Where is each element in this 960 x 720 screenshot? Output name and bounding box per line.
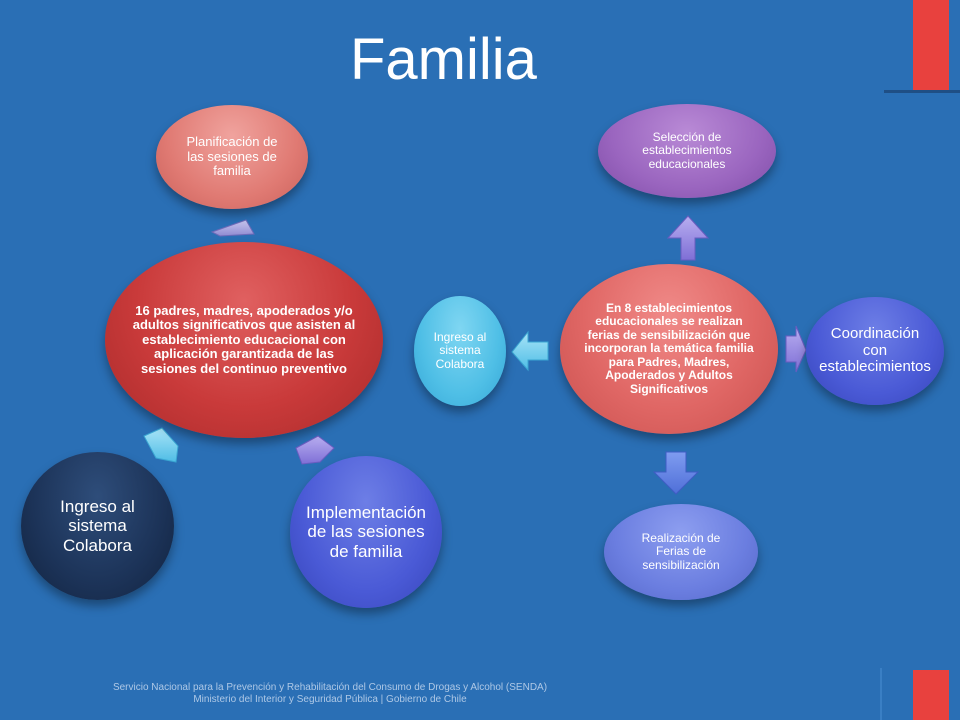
ingreso-colabora-text-right: Ingreso al sistema Colabora: [433, 329, 487, 371]
planificacion-node: Planificación de las sesiones de familia: [156, 105, 308, 209]
arrow-to-seleccion: [666, 215, 710, 261]
ingreso-colabora-node-left: Ingreso al sistema Colabora: [21, 452, 174, 600]
footer-line-1: Servicio Nacional para la Prevención y R…: [112, 682, 548, 693]
ingreso-colabora-node-right: Ingreso al sistema Colabora: [414, 296, 506, 406]
arrow-to-implementacion: [295, 435, 335, 465]
arrow-to-ingreso-left: [143, 427, 179, 463]
right-center-node: En 8 establecimientos educacionales se r…: [560, 264, 778, 434]
planificacion-text: Planificación de las sesiones de familia: [186, 134, 278, 179]
arrow-to-ingreso-right: [511, 330, 549, 372]
accent-bar-bottom: [913, 670, 949, 720]
left-center-node: 16 padres, madres, apoderados y/o adulto…: [105, 242, 383, 438]
coordinacion-text: Coordinación con establecimientos: [819, 324, 931, 376]
seleccion-text: Selección de establecimientos educaciona…: [642, 129, 732, 171]
footer-line-2: Ministerio del Interior y Seguridad Públ…: [193, 694, 467, 705]
ingreso-colabora-text-left: Ingreso al sistema Colabora: [60, 497, 135, 555]
footer: Servicio Nacional para la Prevención y R…: [40, 682, 620, 706]
arrow-to-planificacion: [210, 219, 255, 237]
arrow-to-realizacion: [652, 451, 700, 495]
implementacion-node: Implementación de las sesiones de famili…: [290, 456, 442, 608]
right-center-text: En 8 establecimientos educacionales se r…: [584, 300, 754, 396]
left-center-text: 16 padres, madres, apoderados y/o adulto…: [132, 302, 356, 376]
coordinacion-node: Coordinación con establecimientos: [806, 297, 944, 405]
page-title: Familia: [350, 27, 537, 92]
realizacion-text: Realización de Ferias de sensibilización: [641, 530, 721, 572]
seleccion-node: Selección de establecimientos educaciona…: [598, 104, 776, 198]
accent-line-top: [884, 90, 960, 93]
realizacion-node: Realización de Ferias de sensibilización: [604, 504, 758, 600]
arrow-to-coordinacion: [785, 325, 807, 373]
implementacion-text: Implementación de las sesiones de famili…: [306, 503, 427, 561]
accent-bar-top: [913, 0, 949, 90]
accent-line-bottom: [880, 668, 882, 720]
